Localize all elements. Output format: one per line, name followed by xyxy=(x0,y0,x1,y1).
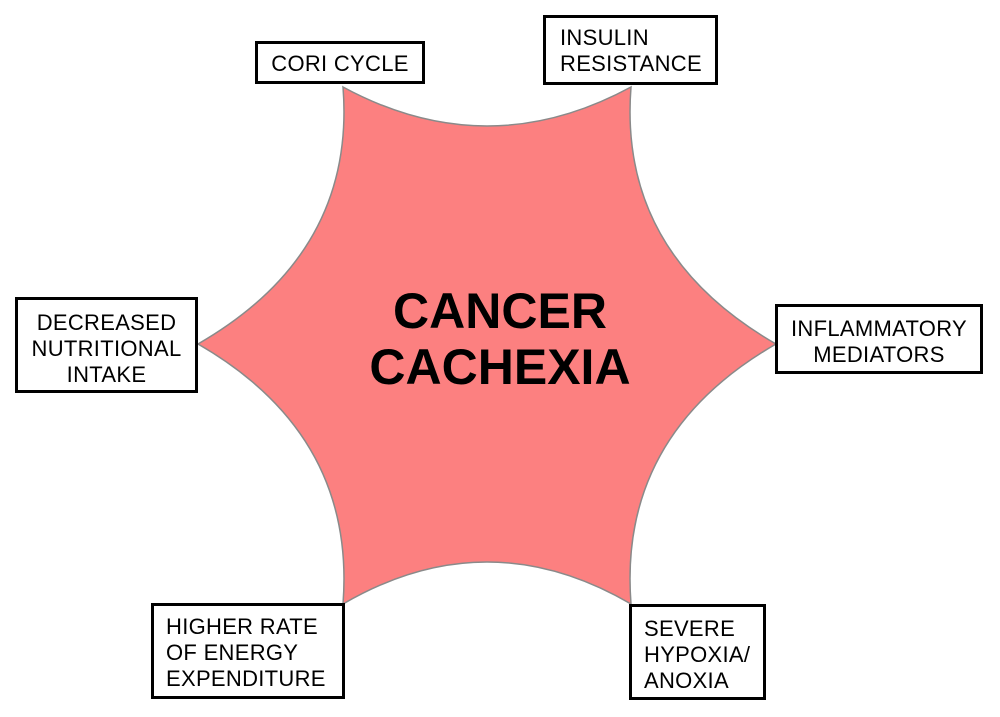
inflammatory-mediators-box: INFLAMMATORY MEDIATORS xyxy=(775,304,983,374)
center-title-line-1: CANCER xyxy=(393,283,607,339)
hypoxia-line-2: HYPOXIA/ xyxy=(644,642,751,667)
insulin-resistance-box: INSULIN RESISTANCE xyxy=(543,15,718,85)
decreased-intake-line-2: NUTRITIONAL xyxy=(31,336,182,361)
decreased-intake-box: DECREASED NUTRITIONAL INTAKE xyxy=(15,297,198,393)
hypoxia-line-1: SEVERE xyxy=(644,616,736,641)
energy-expenditure-line-1: HIGHER RATE xyxy=(166,614,319,639)
decreased-intake-line-1: DECREASED xyxy=(36,310,177,335)
inflammatory-mediators-line-1: INFLAMMATORY xyxy=(791,316,967,341)
cori-cycle-box: CORI CYCLE xyxy=(255,41,425,84)
energy-expenditure-line-3: EXPENDITURE xyxy=(166,666,326,691)
decreased-intake-line-3: INTAKE xyxy=(66,362,147,387)
energy-expenditure-line-2: OF ENERGY xyxy=(166,640,299,665)
insulin-resistance-line-1: INSULIN xyxy=(560,25,649,50)
insulin-resistance-line-2: RESISTANCE xyxy=(560,51,702,76)
inflammatory-mediators-line-2: MEDIATORS xyxy=(813,342,945,367)
hypoxia-box: SEVERE HYPOXIA/ ANOXIA xyxy=(629,604,766,700)
cori-cycle-label: CORI CYCLE xyxy=(271,51,409,76)
hypoxia-line-3: ANOXIA xyxy=(644,668,729,693)
energy-expenditure-box: HIGHER RATE OF ENERGY EXPENDITURE xyxy=(151,603,345,699)
center-title-line-2: CACHEXIA xyxy=(369,339,631,395)
center-title: CANCER CACHEXIA xyxy=(300,283,700,395)
